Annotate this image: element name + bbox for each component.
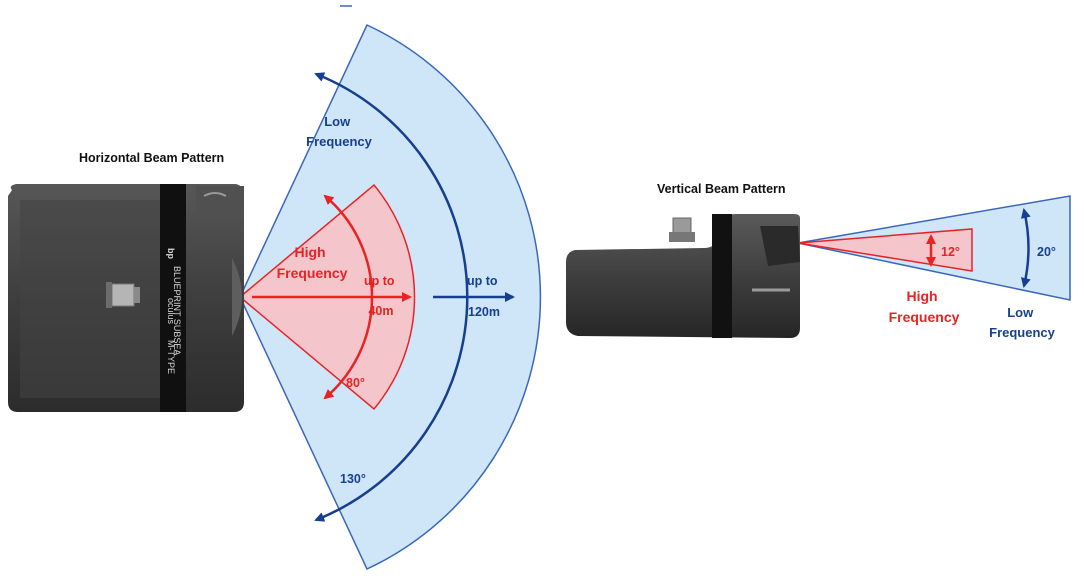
low-range-label: up to 120m [467,274,501,319]
logo-mark: bp [166,248,176,259]
vertical-high-angle-label: 12° [941,245,960,259]
vertical-low-angle-label: 20° [1037,245,1056,259]
vertical-title: Vertical Beam Pattern [657,182,786,196]
horizontal-low-label: Low Frequency [306,114,373,149]
low-angle-label: 130° [340,472,366,486]
high-angle-label: 80° [346,376,365,390]
vertical-sonar-device [566,214,800,338]
horizontal-title: Horizontal Beam Pattern [79,151,224,165]
vertical-low-label: Low Frequency [989,305,1056,340]
vertical-low-angle-arrow [1020,208,1031,288]
logo-company: BLUEPRINT SUBSEA [172,266,182,355]
oculus-logo: bp BLUEPRINT SUBSEA oculus M-TYPE [166,248,182,374]
horizontal-sonar-device [8,184,244,412]
high-range-label: up to 40m [364,274,398,318]
vertical-high-label: High Frequency [889,288,960,325]
logo-brand: oculus [166,298,176,325]
horizontal-high-label: High Frequency [277,244,348,281]
logo-sub: M-TYPE [166,340,176,374]
